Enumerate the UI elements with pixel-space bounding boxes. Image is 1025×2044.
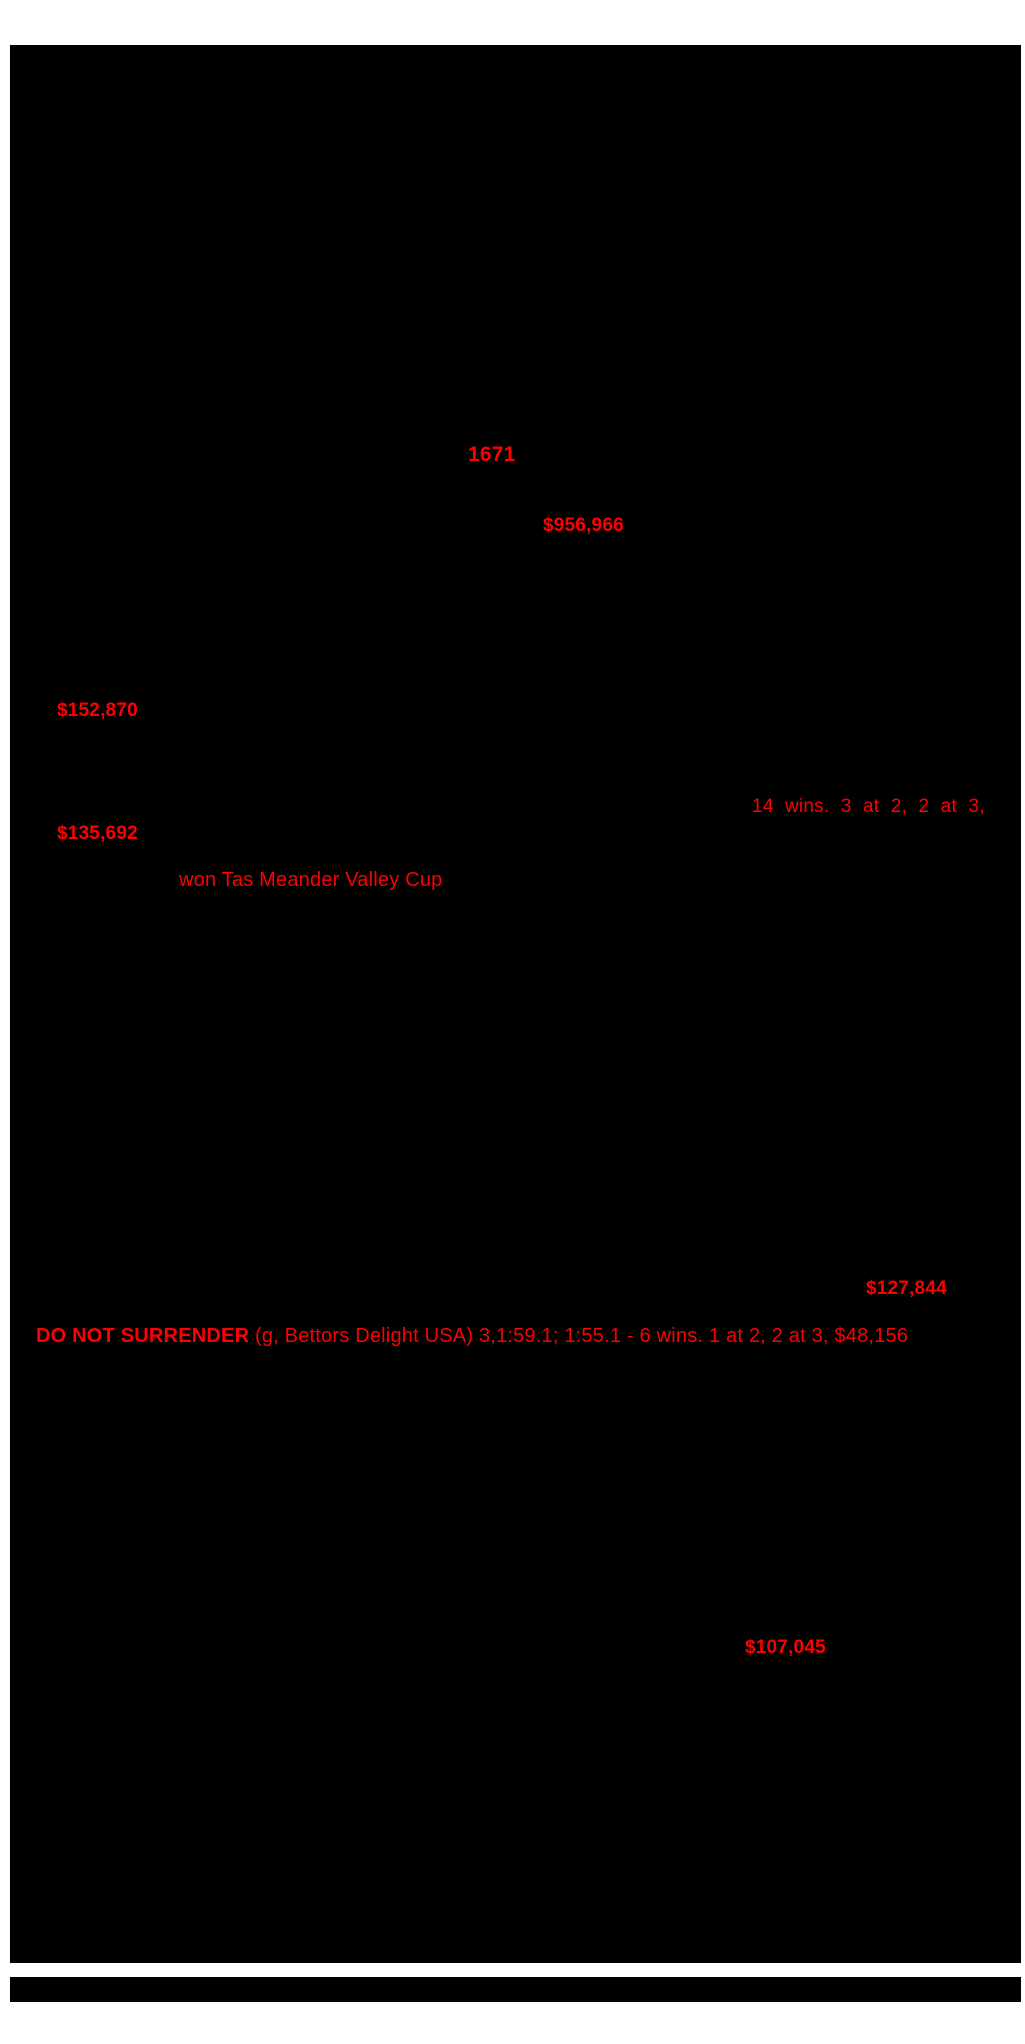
earnings-amount-4: $127,844: [866, 1278, 947, 1299]
scanned-page-body: [10, 45, 1021, 1963]
scanned-page-footer-bar: [10, 1977, 1021, 2002]
race-record-fragment: 14 wins. 3 at 2, 2 at 3,: [752, 796, 985, 817]
progeny-line: DO NOT SURRENDER (g, Bettors Delight USA…: [36, 1325, 908, 1347]
earnings-amount-3: $135,692: [57, 823, 138, 844]
horse-race-details: (g, Bettors Delight USA) 3,1:59.1; 1:55.…: [249, 1325, 909, 1347]
earnings-amount-2: $152,870: [57, 700, 138, 721]
horse-name: DO NOT SURRENDER: [36, 1325, 250, 1347]
cup-win-note: won Tas Meander Valley Cup: [179, 869, 443, 891]
earnings-amount-5: $107,045: [745, 1637, 826, 1658]
earnings-amount-1: $956,966: [543, 515, 624, 536]
lot-number: 1671: [468, 443, 516, 466]
